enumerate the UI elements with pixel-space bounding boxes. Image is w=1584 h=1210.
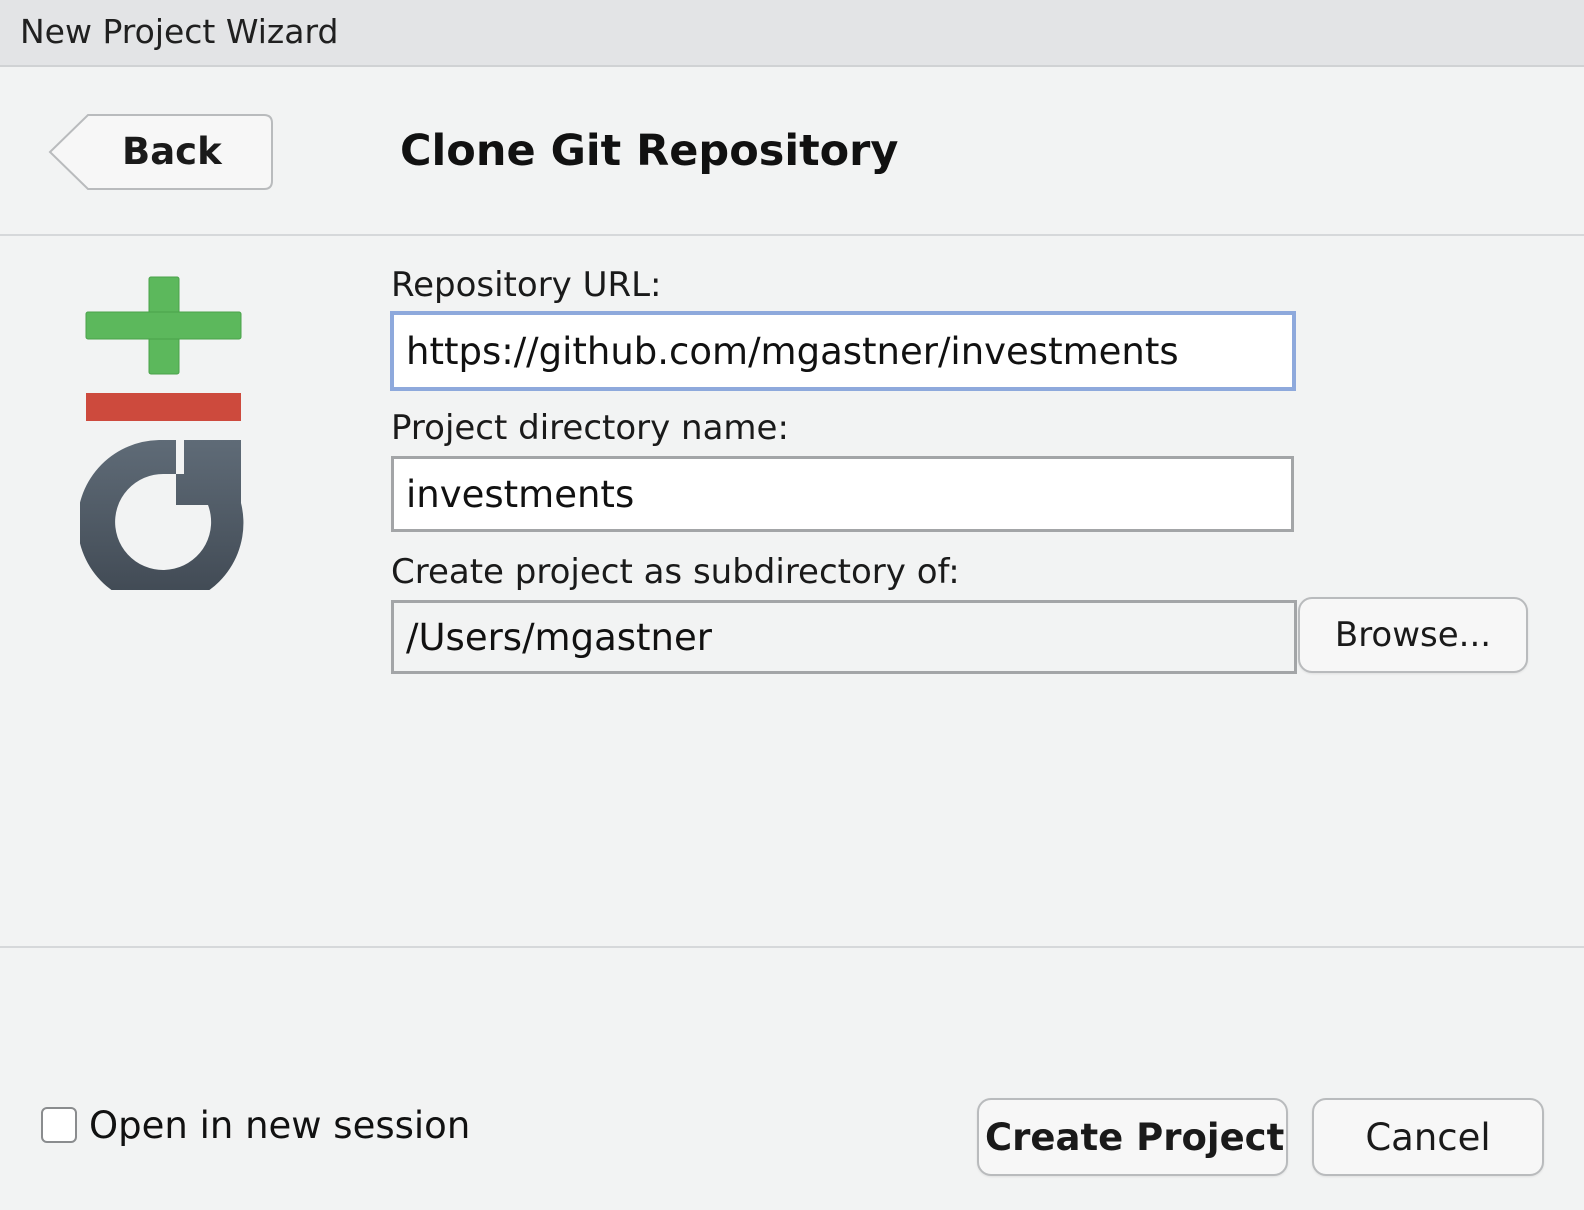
back-button[interactable]: Back xyxy=(48,113,274,191)
cancel-button[interactable]: Cancel xyxy=(1312,1098,1544,1176)
minus-bar xyxy=(86,393,241,421)
repo-url-label: Repository URL: xyxy=(391,265,662,305)
new-session-checkbox[interactable] xyxy=(41,1107,77,1143)
new-session-label[interactable]: Open in new session xyxy=(89,1104,471,1147)
project-dir-label: Project directory name: xyxy=(391,408,789,448)
back-arrow-shape xyxy=(48,114,273,190)
window-titlebar: New Project Wizard xyxy=(0,0,1584,67)
g-shape xyxy=(77,440,244,606)
footer-divider xyxy=(0,946,1584,948)
window-title: New Project Wizard xyxy=(20,12,339,51)
project-dir-input[interactable] xyxy=(391,456,1294,532)
page-title: Clone Git Repository xyxy=(400,126,899,176)
git-logo-icon xyxy=(77,275,250,606)
header-divider xyxy=(0,234,1584,236)
create-project-button[interactable]: Create Project xyxy=(977,1098,1288,1176)
back-button-label: Back xyxy=(122,130,222,173)
parent-dir-label: Create project as subdirectory of: xyxy=(391,552,960,592)
browse-button[interactable]: Browse... xyxy=(1298,597,1528,673)
parent-dir-input[interactable] xyxy=(391,600,1297,674)
plus-horizontal xyxy=(85,311,242,340)
repo-url-input[interactable] xyxy=(390,311,1296,391)
